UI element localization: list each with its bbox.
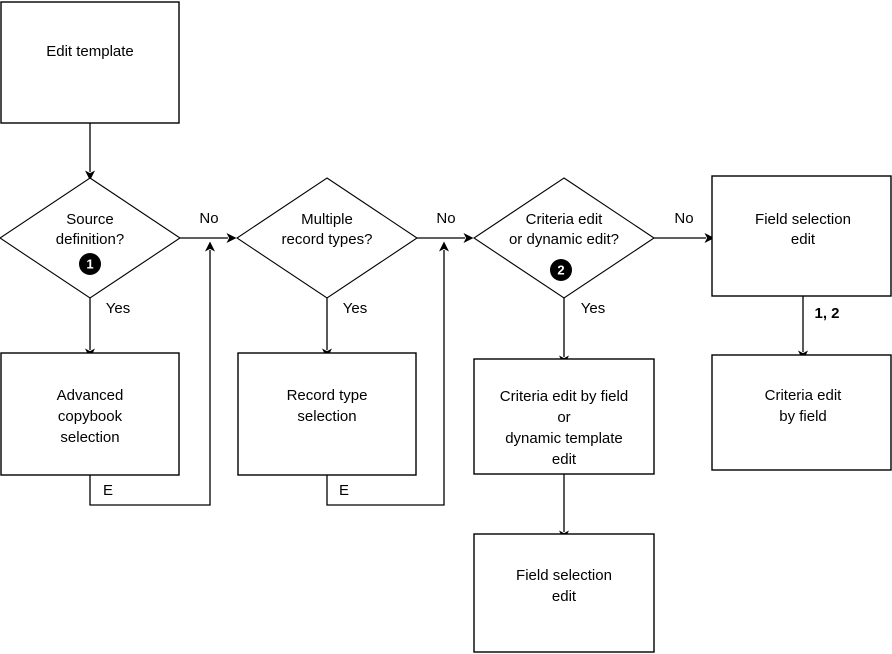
edge-label-yes-1: Yes <box>106 300 130 317</box>
node-source-definition-badge-circle <box>79 253 101 275</box>
node-source-definition-badge-label: 1 <box>86 256 93 271</box>
node-record-type-selection-box[interactable] <box>237 352 417 476</box>
node-field-selection-edit-top-line2: edit <box>791 231 816 248</box>
node-criteria-edit-by-field-or-dynamic-line2: or <box>557 409 570 426</box>
node-field-selection-edit-bottom[interactable]: Field selection edit <box>473 533 655 653</box>
node-criteria-or-dynamic-line2: or dynamic edit? <box>509 231 619 248</box>
edge-label-no-1: No <box>199 210 218 227</box>
node-criteria-edit-by-field-or-dynamic-box[interactable] <box>473 358 655 475</box>
node-record-type-selection-line2: selection <box>297 408 356 425</box>
node-criteria-or-dynamic-badge-circle <box>550 259 572 281</box>
node-criteria-or-dynamic[interactable]: Criteria edit or dynamic edit? 2 <box>473 177 655 299</box>
node-source-definition[interactable]: Source definition? 1 <box>0 177 181 299</box>
node-field-selection-edit-top-line1: Field selection <box>755 211 851 228</box>
node-multiple-record-types-line2: record types? <box>282 231 373 248</box>
node-multiple-record-types-diamond[interactable] <box>236 177 418 299</box>
edge-label-yes-3: Yes <box>581 300 605 317</box>
node-criteria-or-dynamic-badge-label: 2 <box>557 262 564 277</box>
node-field-selection-edit-top[interactable]: Field selection edit <box>711 175 892 297</box>
node-source-definition-line2: definition? <box>56 231 124 248</box>
edge-label-one-two: 1, 2 <box>814 305 839 322</box>
edge-label-no-3: No <box>674 210 693 227</box>
node-multiple-record-types-line1: Multiple <box>301 211 353 228</box>
node-criteria-edit-by-field-line2: by field <box>779 408 827 425</box>
node-source-definition-diamond[interactable] <box>0 177 181 299</box>
node-edit-template[interactable]: Edit template <box>0 1 180 124</box>
node-advanced-copybook-selection-box[interactable] <box>0 352 180 476</box>
edge-label-return-e-1: E <box>103 482 113 499</box>
node-multiple-record-types[interactable]: Multiple record types? <box>236 177 418 299</box>
node-criteria-or-dynamic-line1: Criteria edit <box>526 211 604 228</box>
edge-label-yes-2: Yes <box>343 300 367 317</box>
node-advanced-copybook-selection-line3: selection <box>60 429 119 446</box>
node-edit-template-box[interactable] <box>0 1 180 124</box>
node-criteria-edit-by-field-or-dynamic[interactable]: Criteria edit by field or dynamic templa… <box>473 358 655 475</box>
edge-advanced-copybook-return-e <box>89 241 215 506</box>
node-field-selection-edit-bottom-line2: edit <box>552 588 577 605</box>
node-field-selection-edit-bottom-line1: Field selection <box>516 567 612 584</box>
edge-label-no-2: No <box>436 210 455 227</box>
node-advanced-copybook-selection-line1: Advanced <box>57 387 124 404</box>
node-advanced-copybook-selection[interactable]: Advanced copybook selection <box>0 352 180 476</box>
node-record-type-selection[interactable]: Record type selection <box>237 352 417 476</box>
node-criteria-edit-by-field-or-dynamic-line3: dynamic template <box>505 430 623 447</box>
node-criteria-edit-by-field-box[interactable] <box>711 354 892 471</box>
node-criteria-edit-by-field-or-dynamic-line4: edit <box>552 451 577 468</box>
node-criteria-or-dynamic-diamond[interactable] <box>473 177 655 299</box>
edge-label-return-e-2: E <box>339 482 349 499</box>
node-field-selection-edit-bottom-box[interactable] <box>473 533 655 653</box>
node-source-definition-line1: Source <box>66 211 114 228</box>
node-edit-template-label: Edit template <box>46 43 134 60</box>
node-criteria-edit-by-field-line1: Criteria edit <box>765 387 843 404</box>
node-criteria-edit-by-field-or-dynamic-line1: Criteria edit by field <box>500 388 628 405</box>
node-field-selection-edit-top-box[interactable] <box>711 175 892 297</box>
node-record-type-selection-line1: Record type <box>287 387 368 404</box>
connector-layer <box>85 123 808 541</box>
node-advanced-copybook-selection-line2: copybook <box>58 408 123 425</box>
edge-label-layer: No No No Yes Yes Yes E E 1, 2 <box>103 210 840 499</box>
node-criteria-edit-by-field[interactable]: Criteria edit by field <box>711 354 892 471</box>
edge-record-type-return-e <box>326 241 449 506</box>
